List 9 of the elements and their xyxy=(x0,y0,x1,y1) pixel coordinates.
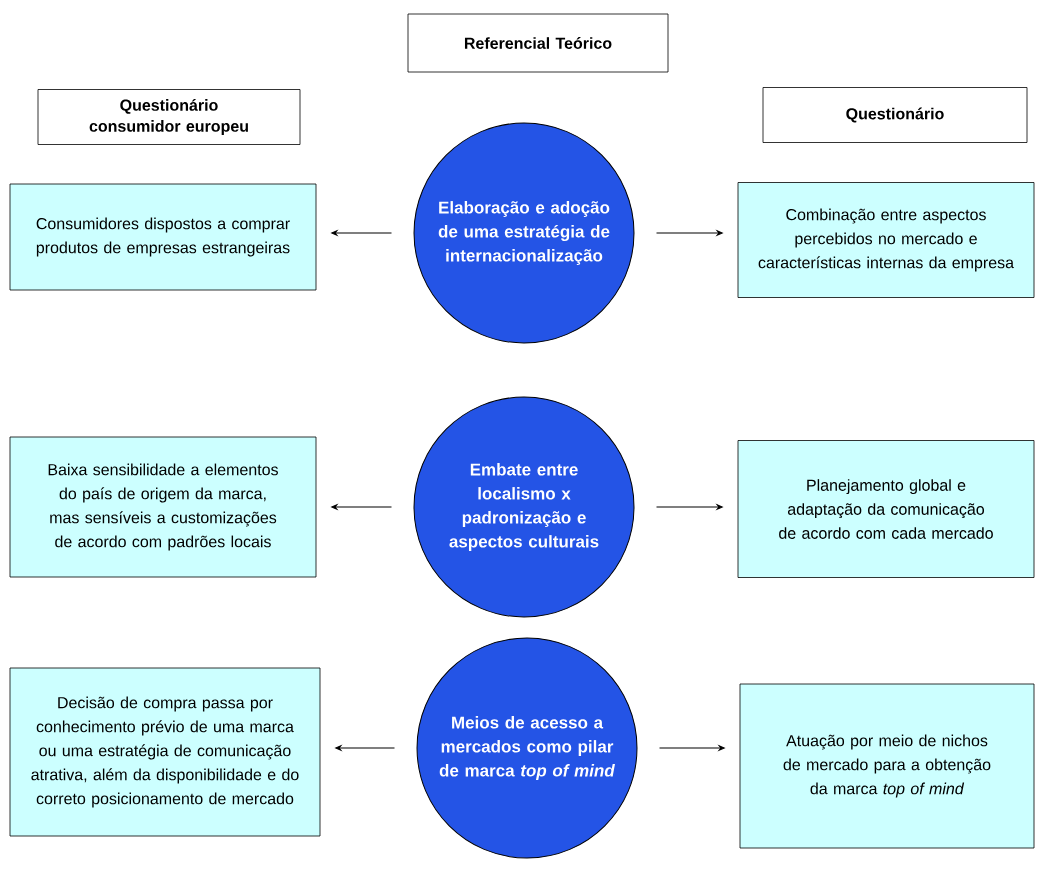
text-box: Baixa sensibilidade a elementos do país de origem da marca, mas sensíveis a customizações de acordo com padrões locais xyxy=(9,436,317,578)
title-box: Referencial Teórico xyxy=(407,13,669,73)
text-box: Decisão de compra passa por conhecimento prévio de uma marca ou uma estratégia de comunicação atrativa, além da disponibilidade e do correto posicionamento de mercado xyxy=(9,667,321,837)
text-box: Consumidores dispostos a comprar produtos de empresas estrangeiras xyxy=(9,183,317,291)
title-box: Questionário consumidor europeu xyxy=(37,89,301,145)
text-box: Combinação entre aspectos percebidos no mercado e características internas da empresa xyxy=(737,182,1035,298)
text-box: Planejamento global e adaptação da comunicação de acordo com cada mercado xyxy=(737,440,1035,578)
title-box: Questionário xyxy=(762,87,1028,143)
text-box: Atuação por meio de nichos de mercado para a obtenção da marca top of mind xyxy=(739,683,1035,849)
